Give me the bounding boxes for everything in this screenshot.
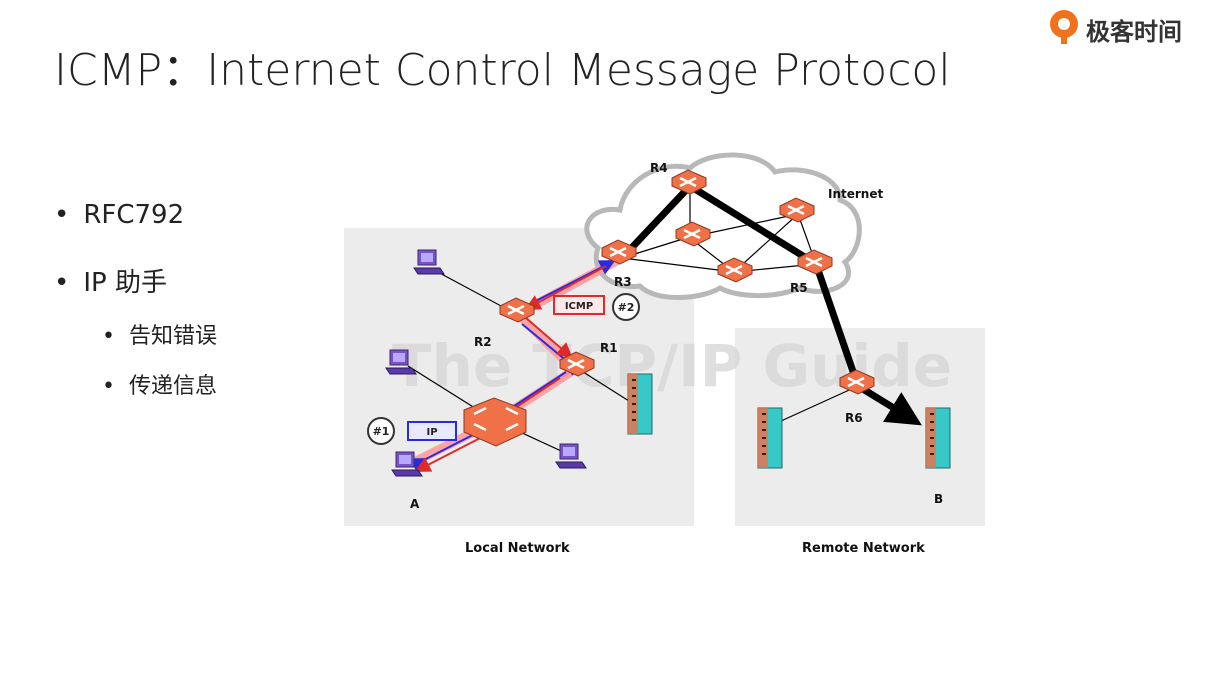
remote-network-label: Remote Network bbox=[802, 541, 925, 556]
router-r1-label: R1 bbox=[600, 341, 618, 355]
step-1-label: #1 bbox=[373, 425, 390, 438]
sub-bullet-item: • 传递信息 bbox=[102, 368, 217, 400]
step-1-badge bbox=[367, 417, 395, 445]
icmp-network-diagram: The TCP/IP Guide bbox=[340, 150, 1000, 570]
server-icon bbox=[757, 407, 783, 469]
bullet-item: • IP 助手 bbox=[54, 262, 167, 299]
host-a-label: A bbox=[410, 497, 420, 511]
brand-name: 极客时间 bbox=[1086, 18, 1182, 46]
datagram-path bbox=[619, 183, 922, 426]
ip-tag-label: IP bbox=[426, 427, 437, 438]
network-diagram-svg: The TCP/IP Guide bbox=[344, 152, 985, 556]
brand-logo: 极客时间 bbox=[1048, 8, 1208, 48]
bullet-dot-icon: • bbox=[102, 324, 115, 349]
page-title: ICMP：Internet Control Message Protocol bbox=[54, 45, 951, 96]
step-2-badge bbox=[612, 293, 640, 321]
brand-icon bbox=[1050, 10, 1078, 44]
link bbox=[769, 385, 859, 427]
sub-bullet-text: 告知错误 bbox=[128, 324, 217, 349]
router-r5-label: R5 bbox=[790, 281, 808, 295]
internet-label: Internet bbox=[828, 187, 883, 201]
bullet-text: IP 助手 bbox=[83, 268, 167, 298]
router-r2-label: R2 bbox=[474, 335, 492, 349]
bullet-dot-icon: • bbox=[54, 200, 70, 230]
path-segment bbox=[619, 183, 693, 261]
path-segment bbox=[688, 183, 818, 267]
path-segment bbox=[812, 262, 862, 388]
router-r3-label: R3 bbox=[614, 275, 632, 289]
bullet-item: • RFC792 bbox=[54, 200, 184, 230]
local-network-label: Local Network bbox=[465, 541, 570, 556]
server-b-icon bbox=[925, 407, 951, 469]
bullet-text: RFC792 bbox=[83, 200, 185, 230]
icmp-tag-label: ICMP bbox=[565, 301, 593, 312]
icmp-arrow bbox=[524, 265, 607, 310]
router-r6-label: R6 bbox=[845, 411, 863, 425]
sub-bullet-item: • 告知错误 bbox=[102, 318, 217, 350]
host-b-label: B bbox=[934, 492, 943, 506]
step-2-label: #2 bbox=[618, 301, 635, 314]
router-r4-label: R4 bbox=[650, 161, 668, 175]
path-arrow bbox=[856, 383, 922, 426]
bullet-dot-icon: • bbox=[102, 374, 115, 399]
icmp-arrows bbox=[414, 265, 607, 472]
sub-bullet-text: 传递信息 bbox=[128, 374, 217, 399]
icmp-arrow bbox=[414, 433, 489, 472]
switch-icon bbox=[463, 397, 527, 447]
link bbox=[621, 257, 735, 273]
icmp-arrow bbox=[525, 317, 574, 359]
ip-datagram-tag bbox=[407, 421, 457, 441]
bullet-dot-icon: • bbox=[54, 268, 70, 298]
server-icon bbox=[627, 373, 653, 435]
icmp-message-tag bbox=[553, 295, 605, 315]
